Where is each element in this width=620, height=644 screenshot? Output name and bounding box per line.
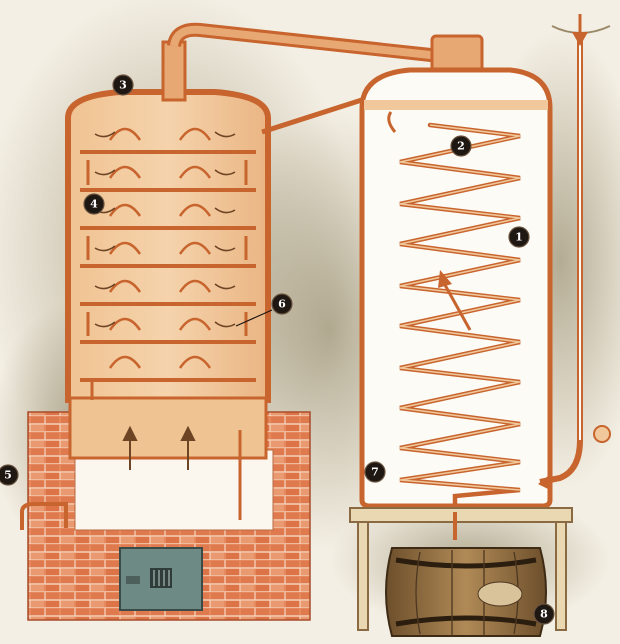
vapor-arrows: [94, 131, 236, 328]
svg-text:1: 1: [515, 231, 523, 244]
svg-text:8: 8: [540, 608, 548, 621]
marker-1: 1: [508, 226, 530, 248]
side-downcomers: [86, 160, 248, 520]
cooling-water-pipe: [538, 14, 611, 490]
marker-5: 5: [0, 464, 19, 486]
marker-2: 2: [450, 135, 472, 157]
marker-6-leader: [235, 309, 273, 327]
still-column: [65, 40, 271, 520]
collection-barrel: [385, 512, 547, 637]
condenser-stand: [349, 507, 573, 631]
svg-text:7: 7: [371, 466, 379, 479]
bubble-caps: [108, 127, 212, 369]
distillation-plates: [80, 150, 256, 382]
condenser-tank: [359, 34, 553, 513]
boiler-vapor-arrows: [122, 425, 196, 470]
svg-text:4: 4: [90, 198, 98, 211]
drain-pipe: [20, 502, 68, 530]
marker-7: 7: [364, 461, 386, 483]
svg-text:2: 2: [457, 140, 465, 153]
marker-8: 8: [533, 603, 555, 625]
svg-text:3: 3: [119, 79, 127, 92]
svg-text:6: 6: [278, 298, 286, 311]
marker-3: 3: [112, 74, 134, 96]
marker-4: 4: [83, 193, 105, 215]
svg-text:5: 5: [4, 469, 12, 482]
marker-6: 6: [271, 293, 293, 315]
